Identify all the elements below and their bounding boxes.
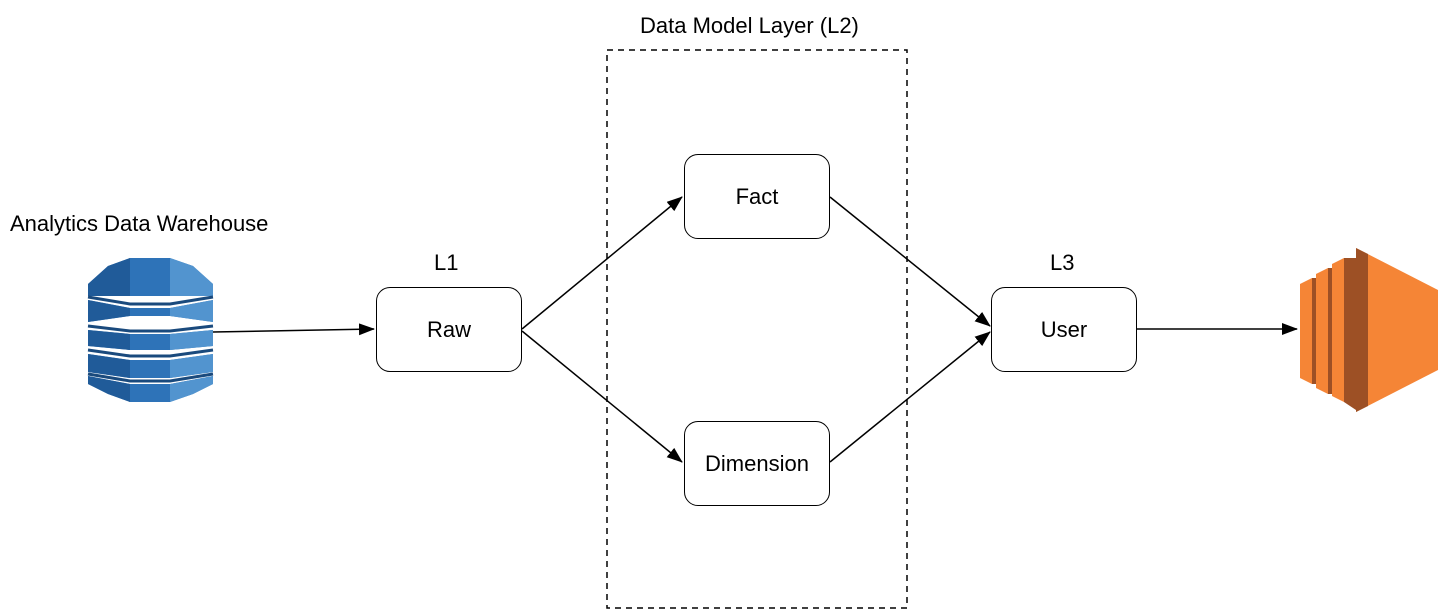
compute-instance-icon [1300, 248, 1438, 412]
layer-l1-label: L1 [434, 250, 459, 275]
node-user[interactable]: User [991, 287, 1137, 372]
node-fact[interactable]: Fact [684, 154, 830, 239]
node-user-label: User [1040, 316, 1088, 342]
layer-l2-label: Data Model Layer (L2) [640, 13, 859, 38]
node-dimension[interactable]: Dimension [684, 421, 830, 506]
edge-warehouse-to-raw [212, 323, 375, 336]
edge-fact-to-user [829, 196, 991, 327]
l2-layer-box [606, 49, 908, 609]
node-fact-label: Fact [735, 183, 779, 209]
node-raw-label: Raw [426, 316, 471, 342]
node-raw[interactable]: Raw [376, 287, 522, 372]
node-dimension-label: Dimension [705, 450, 809, 476]
warehouse-label: Analytics Data Warehouse [10, 211, 269, 236]
edge-raw-to-fact [521, 196, 683, 330]
database-cylinder-icon [87, 258, 214, 402]
edge-raw-to-dimension [521, 330, 683, 463]
layer-l3-label: L3 [1050, 250, 1075, 275]
edge-dimension-to-user [829, 331, 991, 463]
